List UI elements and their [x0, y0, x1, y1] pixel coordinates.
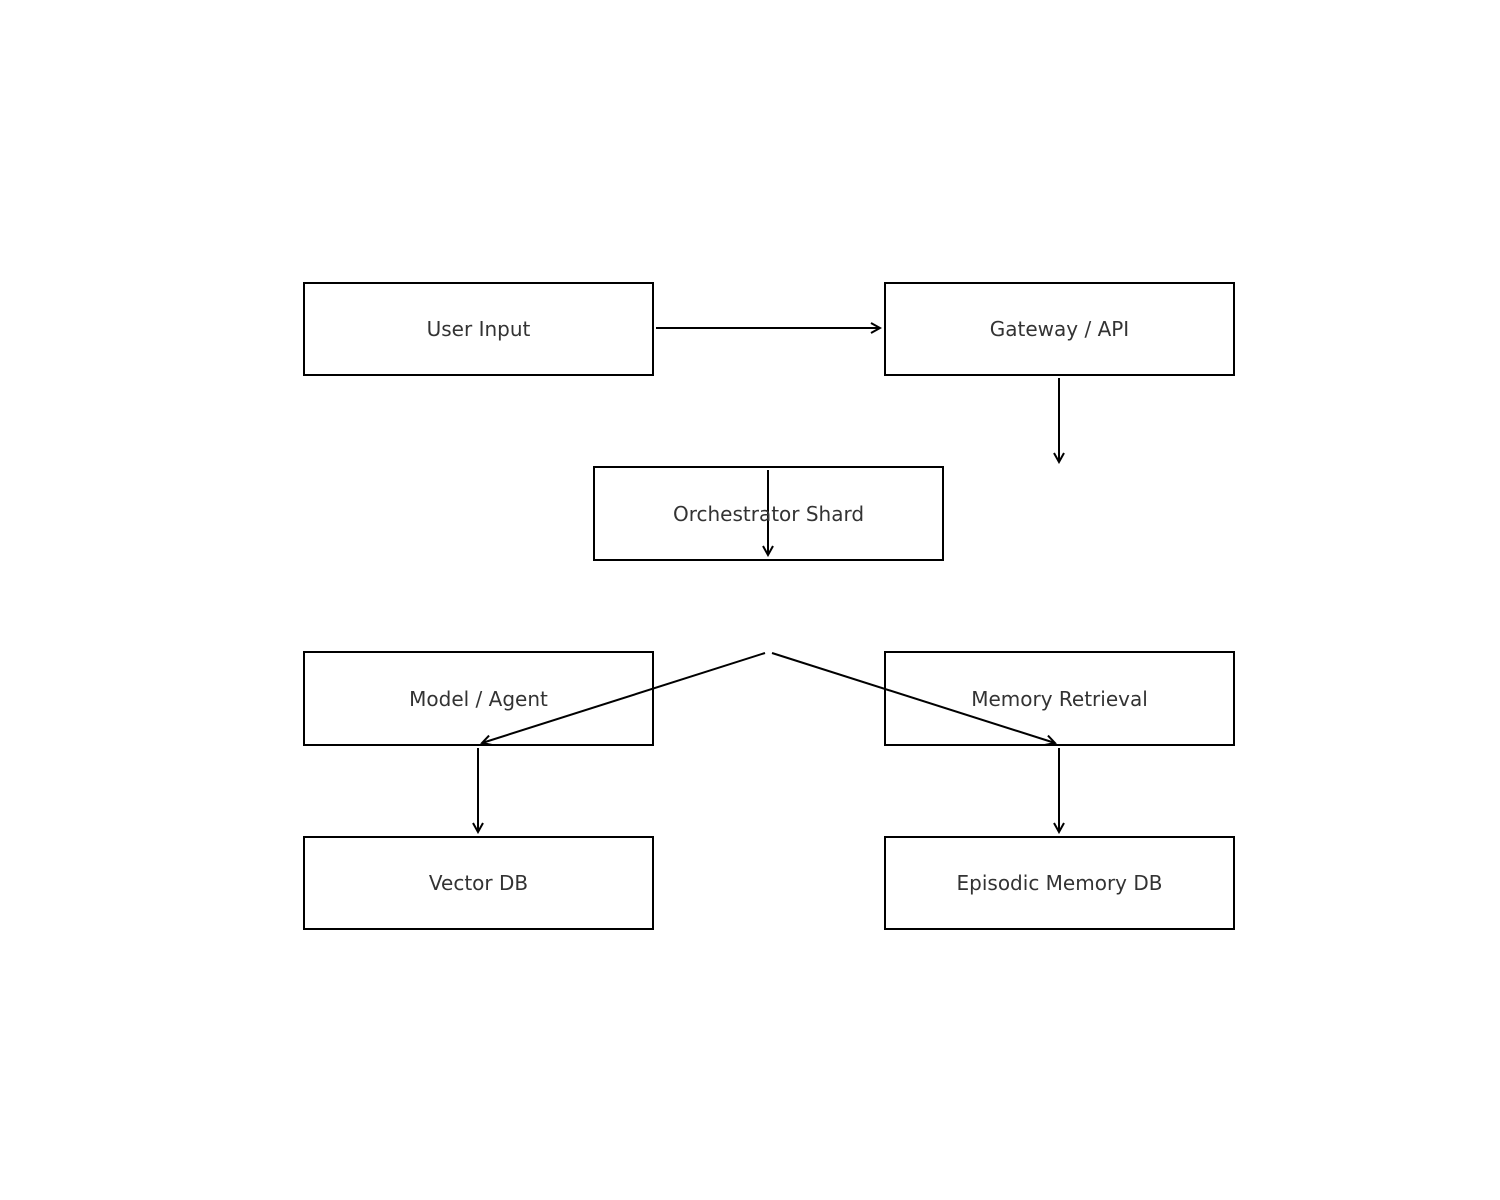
- node-label: Vector DB: [428, 871, 529, 895]
- node-memory-retrieval: Memory Retrieval: [884, 651, 1235, 746]
- node-label: Episodic Memory DB: [956, 871, 1163, 895]
- node-gateway-api: Gateway / API: [884, 282, 1235, 376]
- edge-orchestrator-to-memory-retrieval: [771, 652, 1055, 743]
- node-label: Memory Retrieval: [971, 686, 1148, 711]
- node-label: Orchestrator Shard: [672, 501, 865, 526]
- node-episodic-memory-db: Episodic Memory DB: [884, 836, 1235, 930]
- node-vector-db: Vector DB: [303, 836, 654, 930]
- node-orchestrator-shard: Orchestrator Shard: [593, 466, 944, 561]
- node-model-agent: Model / Agent: [303, 651, 654, 746]
- edge-orchestrator-to-model-agent: [482, 652, 766, 743]
- node-label: Gateway / API: [989, 317, 1130, 341]
- node-label: Model / Agent: [409, 686, 548, 711]
- node-user-input: User Input: [303, 282, 654, 376]
- node-label: User Input: [426, 317, 531, 341]
